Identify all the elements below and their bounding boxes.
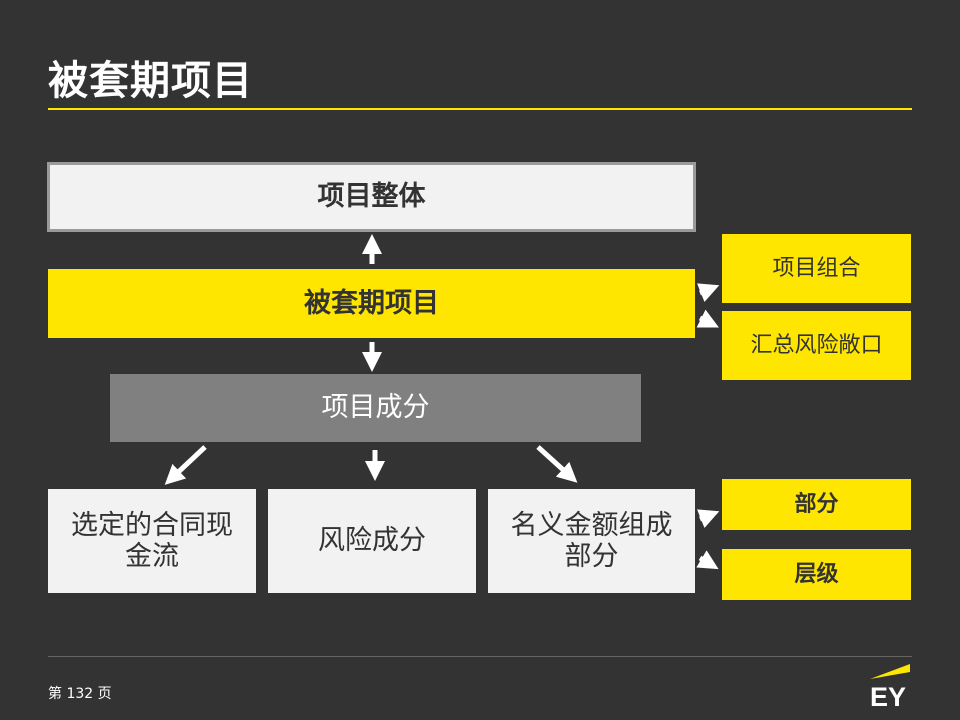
- page-number: 第 132 页: [48, 686, 112, 702]
- box-hedged-item-label: 被套期项目: [304, 287, 439, 319]
- ey-logo: EY: [870, 664, 910, 710]
- box-whole-item: 项目整体: [47, 162, 696, 232]
- box-item-group-label: 项目组合: [772, 255, 861, 281]
- box-net-position-label: 汇总风险敞口: [750, 332, 883, 358]
- box-item-components: 项目成分: [110, 374, 641, 442]
- box-net-position: 汇总风险敞口: [722, 311, 911, 380]
- slide-title: 被套期项目: [48, 58, 253, 104]
- arrow-down-left-icon: [164, 445, 207, 485]
- arrow-right-icon: [697, 283, 720, 302]
- box-item-components-label: 项目成分: [321, 392, 430, 424]
- box-risk-component-label: 风险成分: [318, 525, 426, 557]
- box-part-label: 部分: [794, 491, 839, 517]
- box-selected-cash-flow: 选定的合同现金流: [48, 489, 256, 593]
- box-hedged-item: 被套期项目: [48, 269, 695, 338]
- box-selected-cash-flow-label: 选定的合同现金流: [71, 509, 233, 572]
- box-layer-label: 层级: [794, 561, 839, 587]
- box-whole-item-label: 项目整体: [317, 181, 426, 213]
- box-risk-component: 风险成分: [268, 489, 476, 593]
- footer-divider: [48, 656, 912, 657]
- arrow-right-icon: [697, 509, 720, 528]
- title-underline: [48, 108, 912, 110]
- arrow-right-icon: [696, 550, 719, 570]
- arrow-down-right-icon: [536, 445, 578, 483]
- box-nominal-component: 名义金额组成部分: [488, 489, 695, 593]
- arrow-right-icon: [696, 309, 719, 328]
- box-nominal-component-label: 名义金额组成部分: [510, 509, 673, 572]
- box-item-group: 项目组合: [722, 234, 911, 303]
- box-layer: 层级: [722, 549, 911, 600]
- ey-logo-text: EY: [870, 682, 906, 710]
- box-part: 部分: [722, 479, 911, 530]
